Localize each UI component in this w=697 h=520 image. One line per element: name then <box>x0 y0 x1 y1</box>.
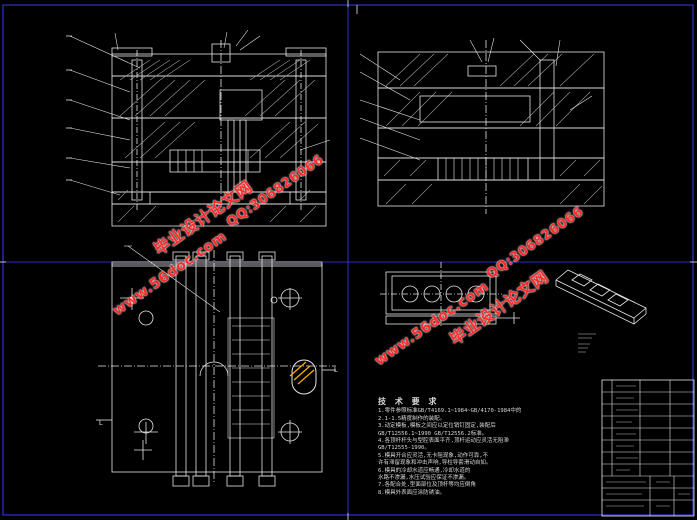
req-line: 8.模具外表面应涂防锈油。 <box>378 489 446 496</box>
req-line: 3.动定模板,模板之间应以定位销钉固定,装配后 <box>378 423 496 430</box>
req-line: 水路不渗漏,水压试验应保证不渗漏。 <box>378 475 470 482</box>
part-notes <box>578 333 596 353</box>
plan-view <box>96 245 336 487</box>
req-line: 4.各顶杆杆头与型腔表面平齐,顶杆运动应灵活无阻滞 <box>378 438 509 445</box>
side-section-view <box>359 37 605 214</box>
part-isometric-view <box>555 269 647 325</box>
front-section-view <box>66 29 331 227</box>
req-line: GB/T12555-1990。 <box>378 445 430 452</box>
req-line: GB/T12556.1~1990 GB/T12556.2标准。 <box>378 430 488 437</box>
req-line: 1.零件参照标准GB/T4169.1~1984~GB/4170-1984中的 <box>378 408 522 415</box>
technical-requirements: 技 术 要 求 1.零件参照标准GB/T4169.1~1984~GB/4170-… <box>378 397 593 497</box>
technical-requirements-title: 技 术 要 求 <box>378 397 439 406</box>
plan-left-label: L <box>99 420 103 427</box>
req-line: 5.模具开合应灵活,无卡阻现象,动作可靠,不 <box>378 452 489 459</box>
req-line: 6.模具的冷却水道应畅通,冷却水道的 <box>378 467 471 474</box>
req-line: 2.1-1.5精度制作的装配。 <box>378 415 446 422</box>
req-line: 7.各配合处,型面部位及顶杆等均应倒角 <box>378 482 476 489</box>
title-block <box>601 379 695 517</box>
part-plan-view <box>380 262 520 326</box>
req-line: 许有滞留现象和冲击声响,导柱导套滑动自如。 <box>378 460 492 467</box>
plan-right-label: L <box>334 367 338 374</box>
